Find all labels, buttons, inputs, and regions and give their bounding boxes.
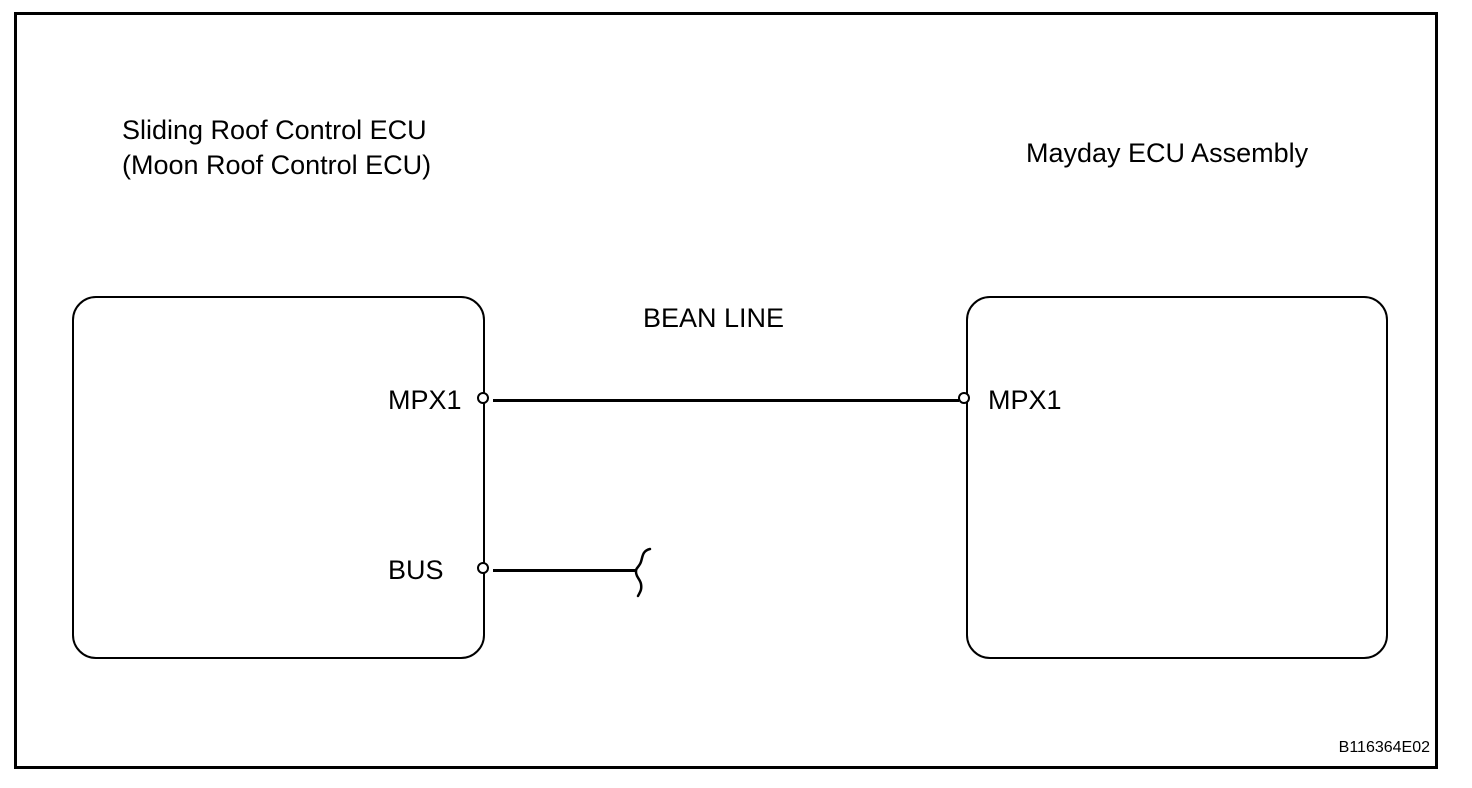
right-mpx1-pin-label: MPX1 (988, 385, 1062, 415)
left-mpx1-terminal-icon (477, 392, 489, 404)
left-ecu-box (72, 296, 485, 659)
right-mpx1-terminal-icon (958, 392, 970, 404)
bean-line-label: BEAN LINE (643, 303, 785, 333)
left-unit-title-line2: (Moon Roof Control ECU) (122, 150, 432, 180)
left-bus-pin-label: BUS (388, 555, 444, 585)
left-mpx1-pin-label: MPX1 (388, 385, 462, 415)
figure-code: B116364E02 (1338, 739, 1430, 756)
right-unit-title: Mayday ECU Assembly (1026, 138, 1309, 168)
bean-line-wire (493, 399, 959, 402)
wire-break-squiggle-icon (634, 547, 652, 598)
bus-wire (493, 569, 636, 572)
bus-terminal-icon (477, 562, 489, 574)
left-unit-title: Sliding Roof Control ECU (Moon Roof Cont… (122, 113, 431, 183)
left-unit-title-line1: Sliding Roof Control ECU (122, 115, 427, 145)
right-ecu-box (966, 296, 1388, 659)
